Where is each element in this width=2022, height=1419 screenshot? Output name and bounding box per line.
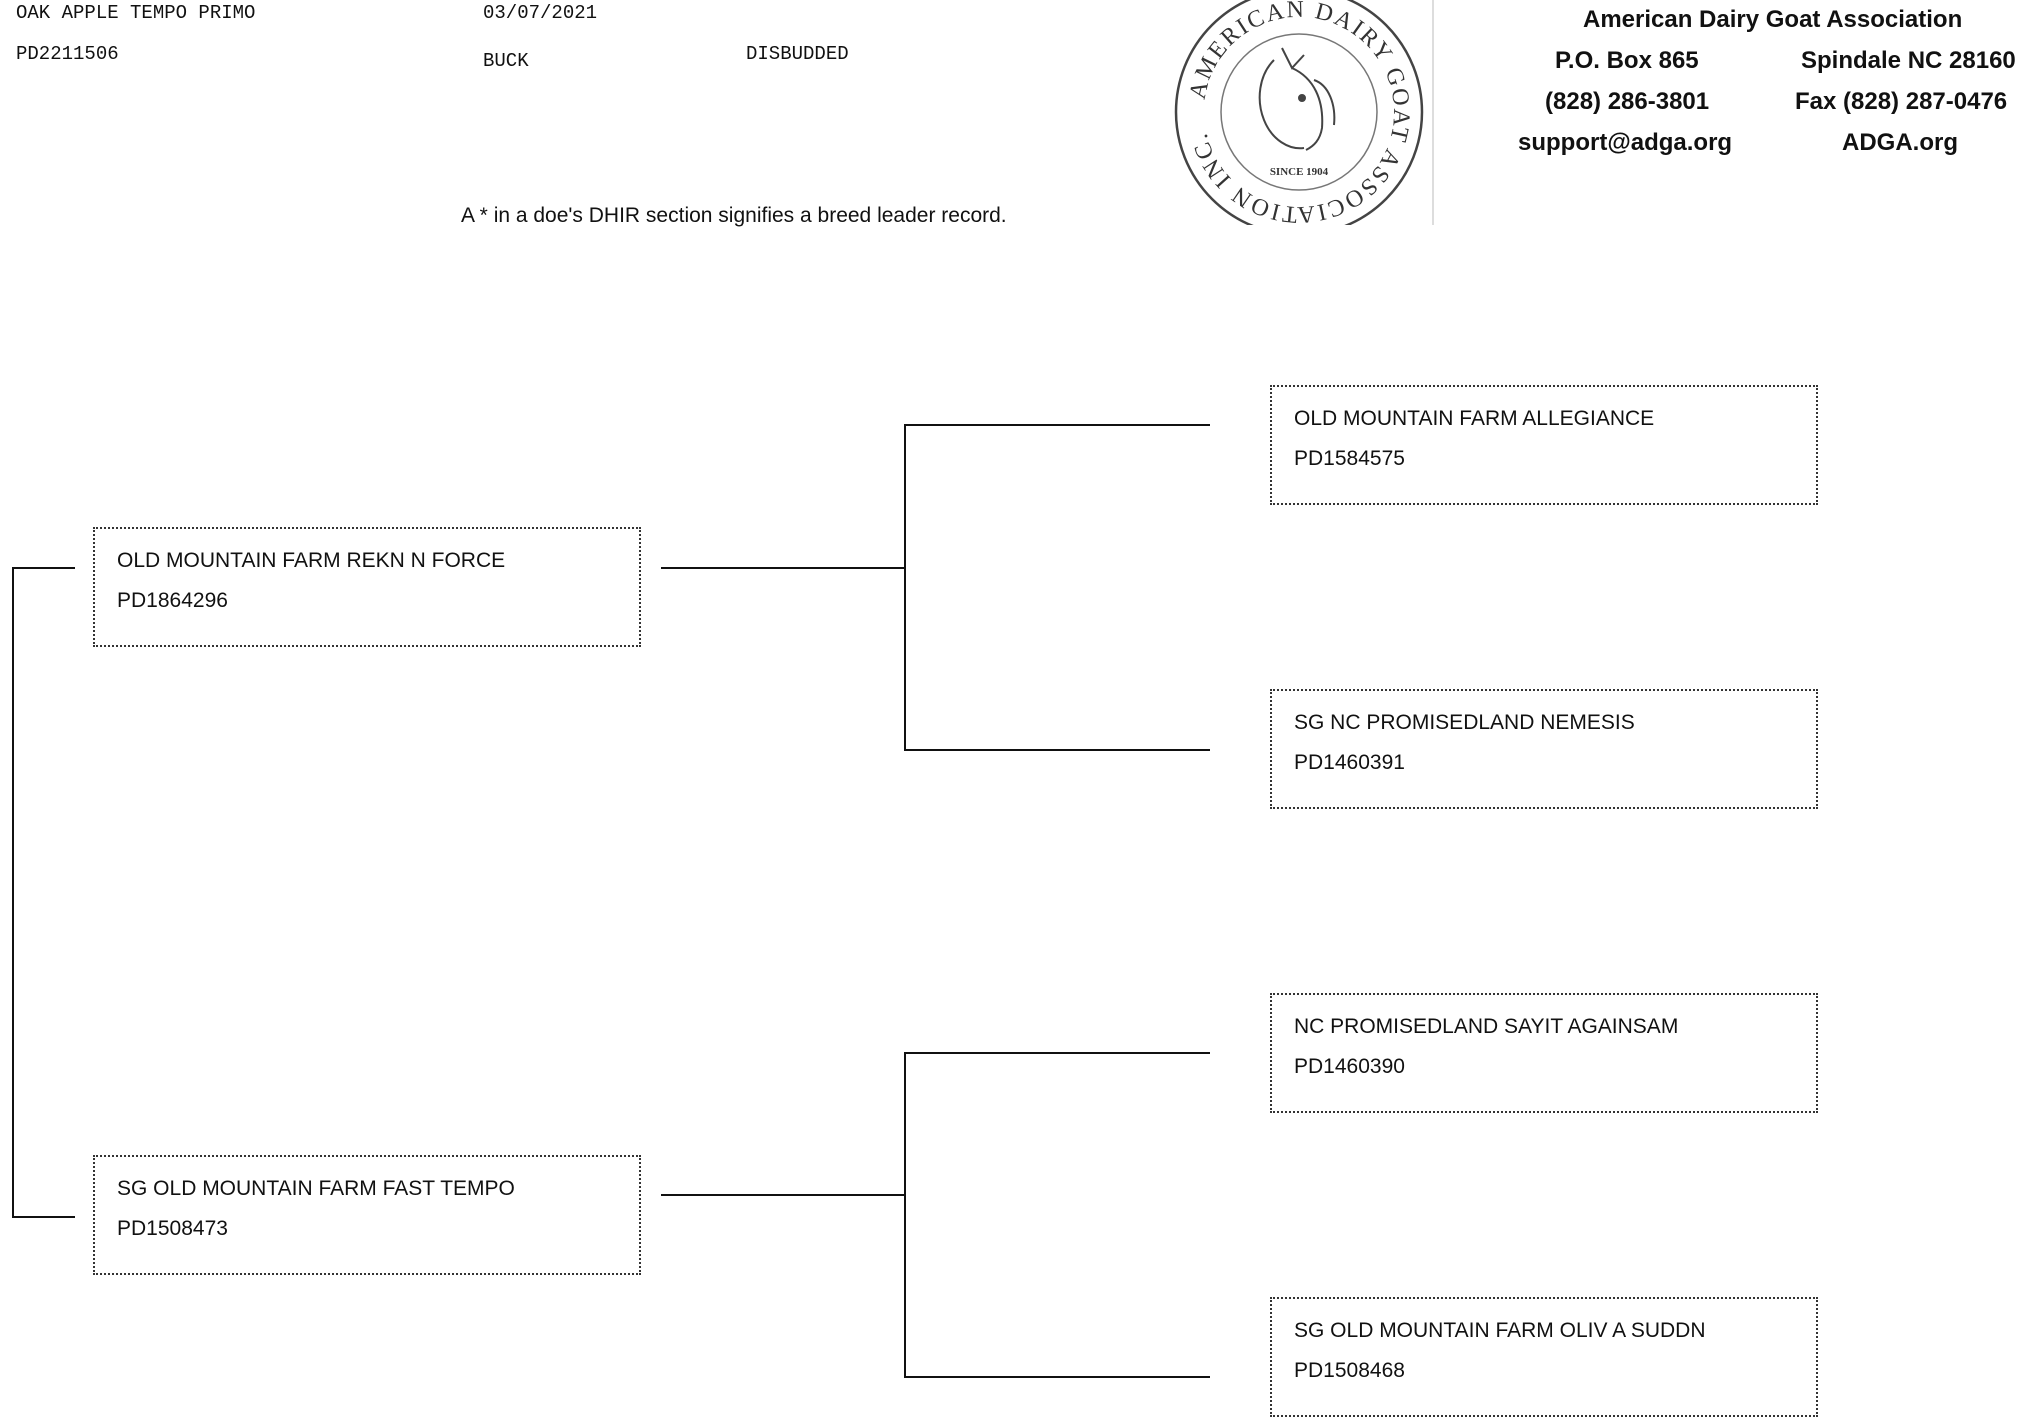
pedigree-connector (12, 1216, 75, 1218)
adga-logo: AMERICAN DAIRY GOAT ASSOCIATION INC. SIN… (1174, 0, 1434, 225)
ancestor-name: SG OLD MOUNTAIN FARM FAST TEMPO (117, 1177, 515, 1200)
org-city: Spindale NC 28160 (1801, 47, 2016, 74)
pedigree-connector (661, 1194, 905, 1196)
org-po-box: P.O. Box 865 (1555, 47, 1699, 74)
animal-registration: PD2211506 (16, 43, 119, 65)
pedigree-connector (904, 424, 1210, 426)
goat-head-icon (1258, 47, 1336, 151)
org-fax: Fax (828) 287-0476 (1795, 88, 2008, 115)
pedigree-connector (12, 567, 75, 569)
animal-sex: BUCK (483, 50, 529, 72)
breed-leader-note: A * in a doe's DHIR section signifies a … (461, 204, 1007, 227)
ancestor-registration: PD1460391 (1294, 751, 1405, 774)
horn-status: DISBUDDED (746, 43, 849, 65)
ancestor-name: OLD MOUNTAIN FARM ALLEGIANCE (1294, 407, 1655, 430)
org-name: American Dairy Goat Association (1583, 6, 1963, 33)
org-phone: (828) 286-3801 (1545, 88, 1710, 115)
ancestor-registration: PD1864296 (117, 589, 228, 612)
pedigree-connector (904, 1052, 1210, 1054)
ancestor-name: OLD MOUNTAIN FARM REKN N FORCE (117, 549, 506, 572)
org-email[interactable]: support@adga.org (1518, 129, 1733, 156)
ancestor-registration: PD1508473 (117, 1217, 228, 1240)
birth-date: 03/07/2021 (483, 2, 598, 24)
logo-inner-ring (1220, 33, 1378, 191)
pedigree-box-dam[interactable]: SG OLD MOUNTAIN FARM FAST TEMPO PD150847… (93, 1155, 641, 1275)
pedigree-box-sire[interactable]: OLD MOUNTAIN FARM REKN N FORCE PD1864296 (93, 527, 641, 647)
ancestor-name: SG NC PROMISEDLAND NEMESIS (1294, 711, 1635, 734)
ancestor-registration: PD1584575 (1294, 447, 1405, 470)
pedigree-connector (12, 567, 14, 1218)
ancestor-name: SG OLD MOUNTAIN FARM OLIV A SUDDN (1294, 1319, 1706, 1342)
animal-name: OAK APPLE TEMPO PRIMO (16, 2, 256, 24)
pedigree-connector (904, 1052, 906, 1378)
pedigree-connector (904, 1376, 1210, 1378)
pedigree-box-dam-dam[interactable]: SG OLD MOUNTAIN FARM OLIV A SUDDN PD1508… (1270, 1297, 1818, 1417)
pedigree-connector (904, 749, 1210, 751)
ancestor-registration: PD1508468 (1294, 1359, 1405, 1382)
pedigree-box-sire-dam[interactable]: SG NC PROMISEDLAND NEMESIS PD1460391 (1270, 689, 1818, 809)
logo-since: SINCE 1904 (1270, 166, 1329, 178)
pedigree-box-sire-sire[interactable]: OLD MOUNTAIN FARM ALLEGIANCE PD1584575 (1270, 385, 1818, 505)
pedigree-connector (904, 424, 906, 751)
pedigree-connector (661, 567, 905, 569)
pedigree-box-dam-sire[interactable]: NC PROMISEDLAND SAYIT AGAINSAM PD1460390 (1270, 993, 1818, 1113)
ancestor-name: NC PROMISEDLAND SAYIT AGAINSAM (1294, 1015, 1679, 1038)
ancestor-registration: PD1460390 (1294, 1055, 1405, 1078)
org-website[interactable]: ADGA.org (1842, 129, 1958, 156)
logo-outer-ring (1174, 0, 1424, 225)
